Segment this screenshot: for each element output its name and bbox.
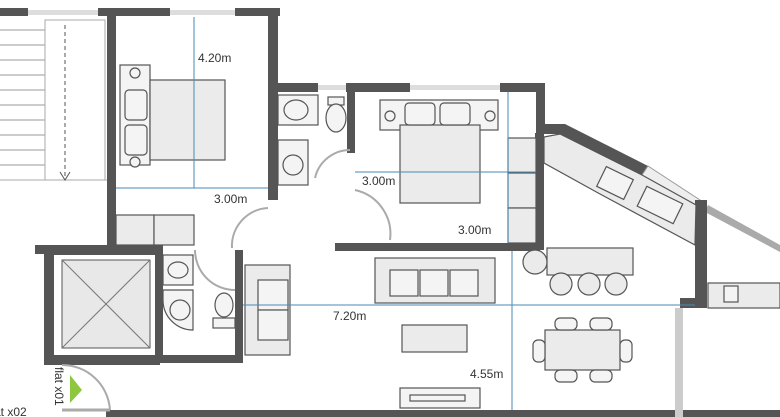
double-bed-2 <box>379 99 499 204</box>
wardrobe-2 <box>507 137 537 244</box>
wardrobe-1 <box>115 214 195 246</box>
bedroom2-depth-label: 3.00m <box>458 223 491 237</box>
kitchen-counter <box>522 133 780 309</box>
bathroom-2-fixtures <box>162 254 236 331</box>
entry-arrow-icon <box>70 375 82 403</box>
walls <box>0 8 780 417</box>
living-furniture <box>244 257 633 409</box>
flat-x01-label: flat x01 <box>52 367 66 406</box>
dimension-lines <box>116 17 695 410</box>
flat-x02-label: flat x02 <box>0 405 27 417</box>
living-width-label: 7.20m <box>333 309 366 323</box>
living-depth-label: 4.55m <box>470 367 503 381</box>
staircase <box>0 19 107 181</box>
elevator-shaft <box>61 259 151 349</box>
doors <box>61 149 392 412</box>
bedroom2-width-label: 3.00m <box>362 174 395 188</box>
bathroom-1-fixtures <box>277 94 347 186</box>
bedroom1-depth-label: 3.00m <box>214 192 247 206</box>
double-bed-1 <box>119 64 226 168</box>
bedroom1-width-label: 4.20m <box>198 51 231 65</box>
